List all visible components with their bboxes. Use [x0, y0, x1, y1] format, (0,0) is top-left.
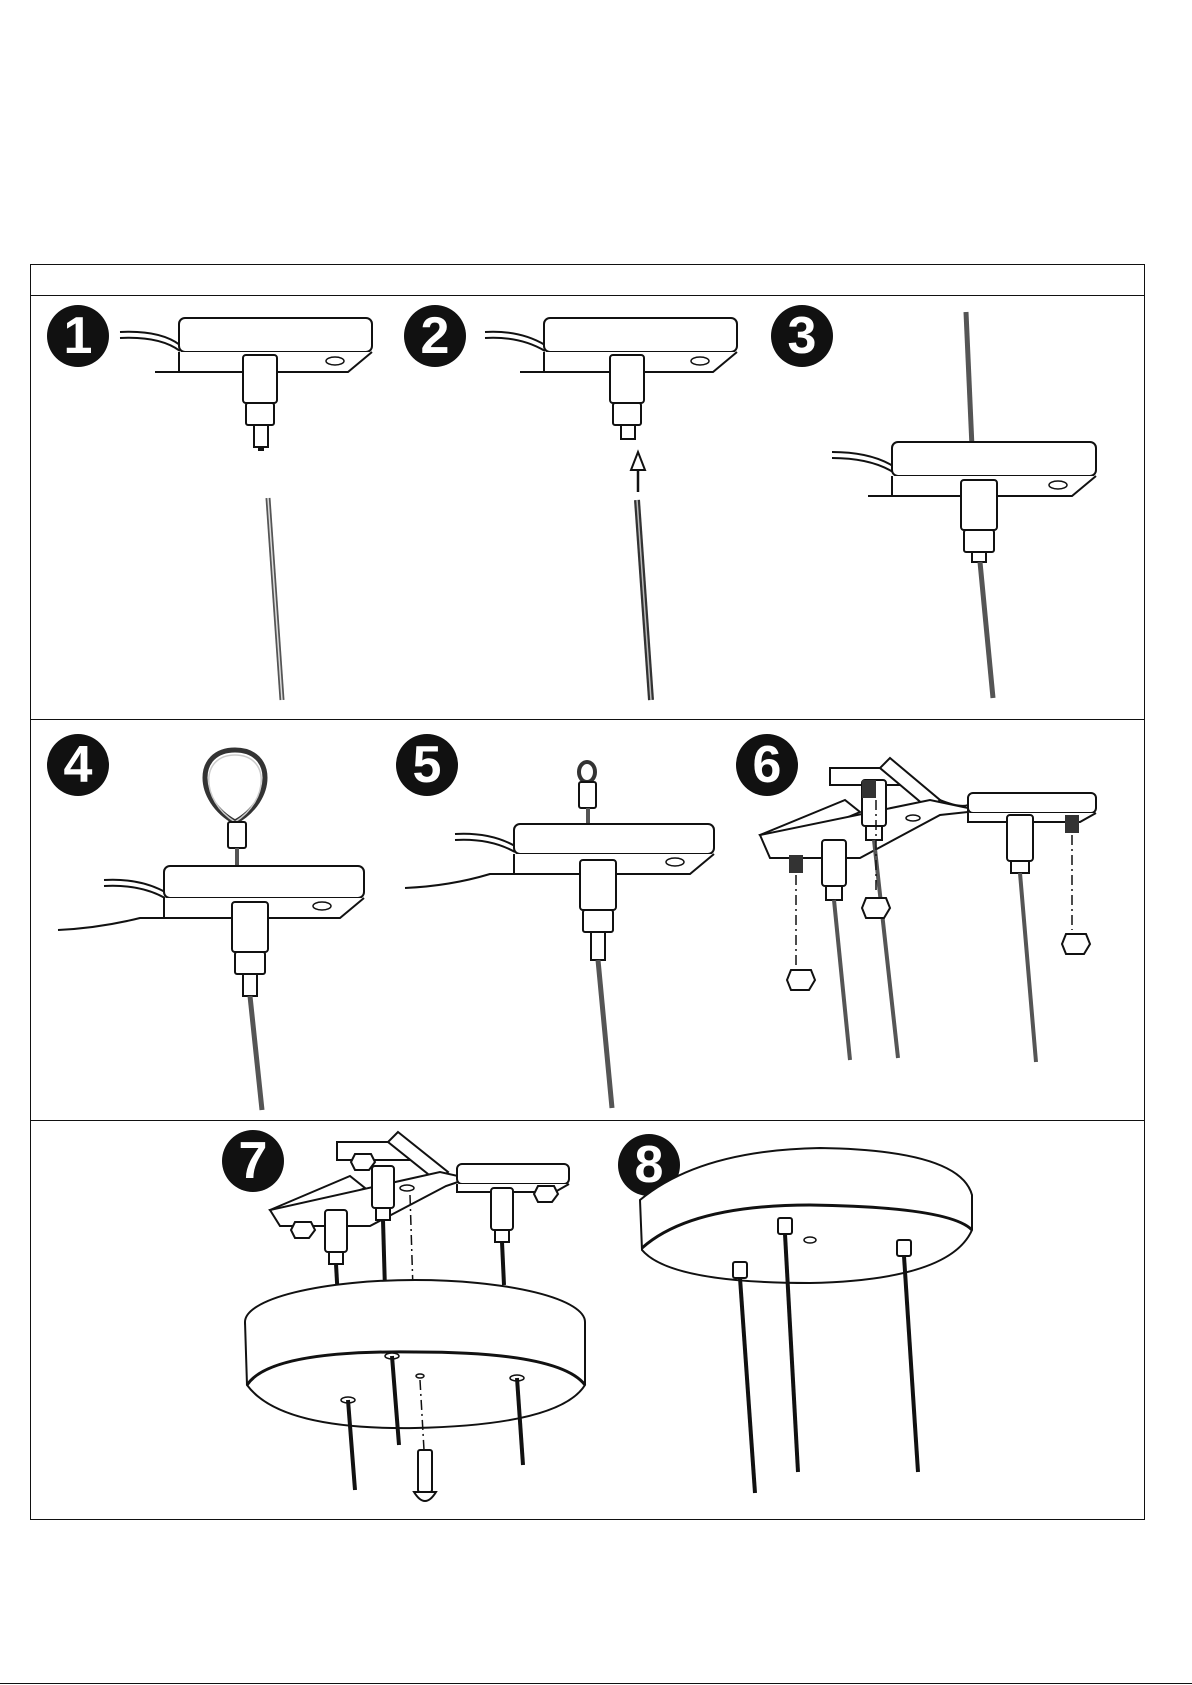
page-footer-rule	[0, 1683, 1192, 1684]
